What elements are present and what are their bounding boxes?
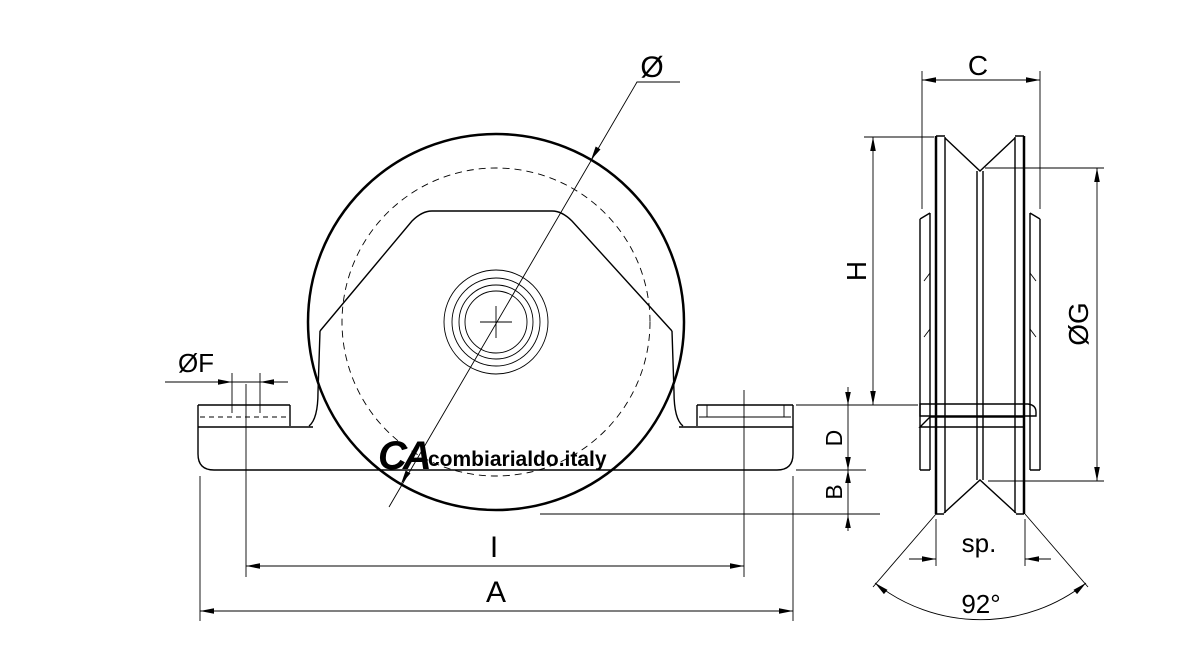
front-dimensions: Ø ØF I A bbox=[165, 51, 918, 621]
dim-label-hole-spacing: I bbox=[490, 531, 498, 564]
dim-label-diameter: Ø bbox=[640, 51, 663, 84]
dim-wheel-width: C bbox=[921, 50, 1041, 209]
pitch-circle-dashed bbox=[341, 167, 651, 477]
plate-notches bbox=[923, 272, 1037, 338]
brand-logo: CA combiarialdo.italy bbox=[378, 434, 607, 478]
dim-flange-hole: ØF bbox=[165, 348, 288, 413]
right-flange-detail bbox=[699, 405, 791, 418]
groove-slit bbox=[976, 171, 984, 480]
base-plate bbox=[197, 404, 794, 471]
dim-label-groove-angle: 92° bbox=[961, 589, 1000, 619]
v-groove-top bbox=[944, 137, 1016, 172]
dim-plate-height-and-protrusion: D B bbox=[540, 387, 918, 531]
base-plate-section bbox=[918, 403, 1037, 428]
logo-monogram: CA bbox=[378, 434, 429, 478]
center-cross bbox=[480, 306, 512, 338]
side-dimensions: C H ØG sp. 92° bbox=[841, 50, 1104, 621]
dim-groove-diameter: ØG bbox=[985, 167, 1104, 482]
right-flange-top bbox=[696, 404, 793, 426]
dim-thickness: sp. bbox=[909, 519, 1051, 566]
left-flange-top bbox=[198, 404, 291, 426]
dim-label-thickness: sp. bbox=[962, 528, 997, 558]
wheel-outline bbox=[306, 132, 686, 512]
dim-hole-spacing: I bbox=[246, 531, 744, 569]
bracket-side-plates bbox=[919, 212, 1041, 471]
v-groove-bottom bbox=[943, 479, 1017, 514]
dim-wheel-diameter: Ø bbox=[388, 51, 680, 508]
dim-label-height: H bbox=[841, 261, 872, 281]
support-bracket bbox=[308, 210, 684, 427]
dim-height: H bbox=[841, 136, 934, 405]
dim-label-wheel-width: C bbox=[968, 50, 988, 81]
hub bbox=[443, 269, 549, 375]
dim-label-flange-hole: ØF bbox=[178, 348, 214, 378]
front-view: CA combiarialdo.italy bbox=[197, 132, 794, 512]
hole-centerlines bbox=[245, 384, 745, 577]
dim-label-overall-length: A bbox=[486, 576, 506, 609]
dim-groove-angle: 92° bbox=[872, 513, 1089, 621]
side-view bbox=[918, 135, 1041, 515]
dim-label-protrusion: B bbox=[821, 484, 847, 499]
dim-label-plate-height: D bbox=[821, 430, 847, 447]
logo-brand-text: combiarialdo.italy bbox=[428, 448, 607, 471]
dim-label-groove-diameter: ØG bbox=[1063, 302, 1094, 346]
wheel-section bbox=[934, 135, 1026, 515]
dim-overall-length: A bbox=[199, 476, 794, 621]
